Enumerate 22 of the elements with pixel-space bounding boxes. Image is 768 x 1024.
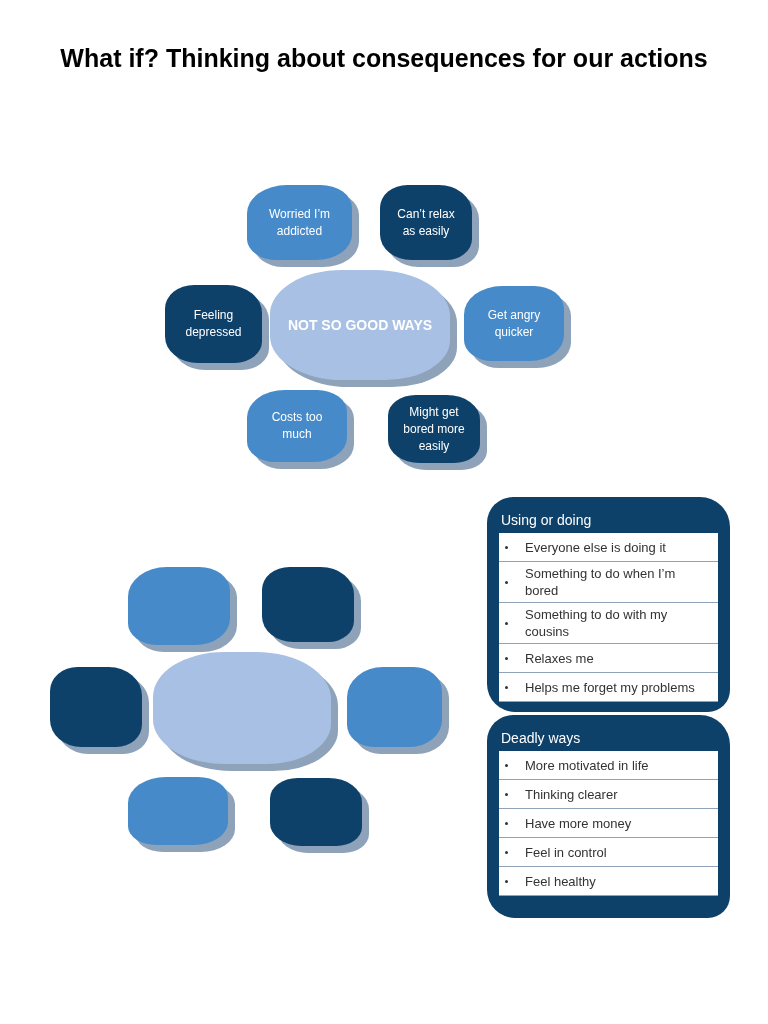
blob-text: NOT SO GOOD WAYS — [287, 316, 433, 334]
list-item-text: Helps me forget my problems — [525, 678, 695, 696]
blob-text: Costs too much — [270, 409, 324, 443]
blob-text: Can’t relax as easily — [396, 205, 456, 240]
list-item-text: Have more money — [525, 814, 632, 832]
panel-heading: Deadly ways — [500, 729, 582, 747]
list-item-text: Everyone else is doing it — [525, 538, 666, 556]
blob-text: Worried I’m addicted — [267, 205, 332, 240]
list-item-text: Something to do when I’m bored — [525, 565, 677, 599]
list-item-text: Something to do with my cousins — [525, 606, 669, 640]
list-panel — [487, 497, 730, 712]
list-panel — [487, 715, 730, 918]
list-item-text: Feel in control — [525, 843, 607, 861]
title: What if? Thinking about consequences for our actions — [59, 43, 709, 74]
list-item-text: More motivated in life — [525, 756, 649, 774]
blob-text: Get angry quicker — [486, 306, 542, 341]
list-item-text: Feel healthy — [525, 872, 596, 890]
list-item-text: Relaxes me — [525, 649, 594, 667]
blob-text: Feeling depressed — [184, 307, 243, 341]
list-item-text: Thinking clearer — [525, 785, 618, 803]
blob-text: Might get bored more easily — [402, 403, 466, 455]
panel-heading: Using or doing — [500, 511, 593, 529]
